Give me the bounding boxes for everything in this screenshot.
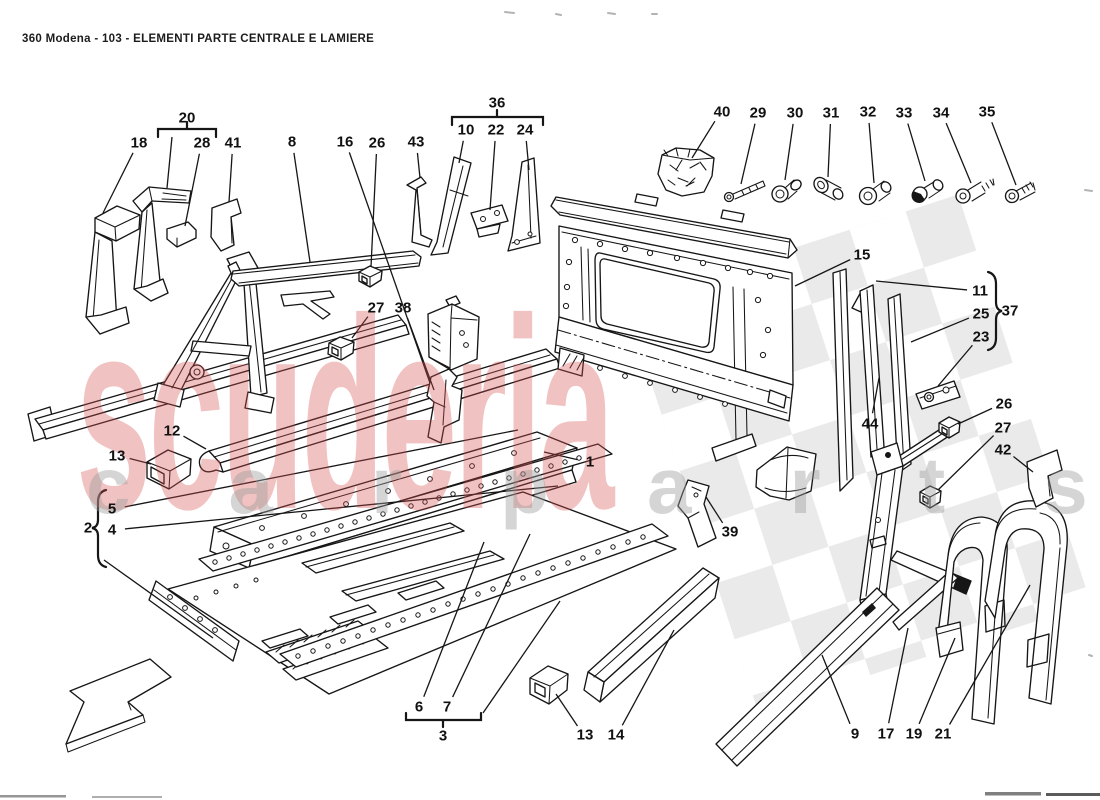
- part-label-22[interactable]: 22: [487, 121, 505, 139]
- plate-42: [1026, 449, 1063, 508]
- part-label-7[interactable]: 7: [442, 698, 452, 716]
- part-label-40[interactable]: 40: [713, 103, 731, 121]
- cube-13-left: [146, 449, 192, 490]
- plate-41: [210, 198, 242, 252]
- part-label-17[interactable]: 17: [877, 725, 895, 743]
- cube-26-left: [358, 265, 383, 288]
- rear-bulkhead-top-rail: [550, 193, 798, 259]
- part-label-32[interactable]: 32: [859, 103, 877, 121]
- part-label-2[interactable]: 2: [83, 519, 93, 537]
- side-rail-left: [27, 314, 410, 442]
- direction-arrow: [65, 658, 172, 753]
- part-label-27[interactable]: 27: [994, 419, 1012, 437]
- part-label-36[interactable]: 36: [488, 94, 506, 112]
- part-label-27[interactable]: 27: [367, 299, 385, 317]
- center-bracket-38: [426, 368, 463, 444]
- part-label-5[interactable]: 5: [107, 500, 117, 518]
- gusset-24: [507, 157, 541, 252]
- part-label-20[interactable]: 20: [178, 109, 196, 127]
- part-label-26[interactable]: 26: [995, 395, 1013, 413]
- part-label-26[interactable]: 26: [368, 134, 386, 152]
- cube-27-right: [919, 485, 942, 509]
- beam-8: [227, 250, 422, 287]
- cube-13-bottom: [529, 665, 569, 705]
- part-label-3[interactable]: 3: [438, 727, 448, 745]
- arm-part-18: [85, 205, 141, 335]
- sill-right: [715, 587, 900, 767]
- screw-29: [723, 180, 766, 203]
- rear-bulkhead-panel: [558, 225, 794, 462]
- cube-26-right: [938, 416, 961, 439]
- arm-part-20: [132, 186, 192, 302]
- riveted-rail-upper: [198, 443, 613, 572]
- screw-35: [1004, 181, 1036, 204]
- part-label-1[interactable]: 1: [585, 453, 595, 471]
- part-label-44[interactable]: 44: [861, 415, 879, 433]
- part-label-29[interactable]: 29: [749, 104, 767, 122]
- gusset-23: [915, 380, 961, 410]
- part-label-16[interactable]: 16: [336, 133, 354, 151]
- hardware-bag-40: [657, 147, 715, 197]
- scan-artifact: [504, 11, 658, 16]
- sill-14: [583, 567, 720, 703]
- part-label-8[interactable]: 8: [287, 133, 297, 151]
- bracket-28: [166, 221, 197, 248]
- part-label-12[interactable]: 12: [163, 422, 181, 440]
- part-label-41[interactable]: 41: [224, 134, 242, 152]
- support-trestle: [153, 251, 275, 414]
- part-label-10[interactable]: 10: [457, 121, 475, 139]
- part-label-9[interactable]: 9: [850, 725, 860, 743]
- part-label-28[interactable]: 28: [193, 134, 211, 152]
- part-label-42[interactable]: 42: [994, 441, 1012, 459]
- part-label-38[interactable]: 38: [394, 299, 412, 317]
- part-label-43[interactable]: 43: [407, 133, 425, 151]
- part-label-39[interactable]: 39: [721, 523, 739, 541]
- cube-27-left: [327, 336, 355, 361]
- part-label-18[interactable]: 18: [130, 134, 148, 152]
- part-label-13[interactable]: 13: [108, 447, 126, 465]
- part-label-19[interactable]: 19: [905, 725, 923, 743]
- part-label-14[interactable]: 14: [607, 726, 625, 744]
- part-label-35[interactable]: 35: [978, 103, 996, 121]
- bracket-39: [677, 479, 717, 548]
- group-brackets: [91, 108, 1003, 729]
- part-label-23[interactable]: 23: [972, 328, 990, 346]
- part-label-30[interactable]: 30: [786, 104, 804, 122]
- diagram-title: 360 Modena - 103 - ELEMENTI PARTE CENTRA…: [22, 33, 375, 45]
- scoop-bracket: [755, 446, 817, 501]
- part-label-24[interactable]: 24: [516, 121, 534, 139]
- gusset-22: [470, 204, 509, 238]
- bushing-31: [813, 176, 844, 201]
- fastener-33: [911, 179, 944, 203]
- part-label-15[interactable]: 15: [853, 246, 871, 264]
- wheel-arch-21: [984, 500, 1068, 705]
- center-bracket-upper: [427, 295, 480, 371]
- y-strip-16: [280, 290, 335, 320]
- strip-15: [832, 268, 854, 492]
- strip-25: [887, 293, 912, 474]
- part-label-37[interactable]: 37: [1001, 302, 1019, 320]
- part-label-13[interactable]: 13: [576, 726, 594, 744]
- bracket-43: [406, 176, 433, 248]
- part-label-34[interactable]: 34: [932, 104, 950, 122]
- rivet-32: [858, 180, 892, 206]
- scan-artifact: [0, 189, 1100, 798]
- grommet-30: [771, 179, 802, 203]
- screw-34: [955, 178, 995, 204]
- part-label-6[interactable]: 6: [414, 698, 424, 716]
- blade-10: [430, 156, 472, 256]
- rear-bulkhead-sill: [554, 316, 794, 422]
- part-label-31[interactable]: 31: [822, 104, 840, 122]
- part-label-21[interactable]: 21: [934, 725, 952, 743]
- part-label-11[interactable]: 11: [972, 282, 988, 300]
- part-label-33[interactable]: 33: [895, 104, 913, 122]
- part-label-4[interactable]: 4: [107, 521, 117, 539]
- part-label-25[interactable]: 25: [972, 305, 990, 323]
- leader-lines: [102, 120, 1034, 727]
